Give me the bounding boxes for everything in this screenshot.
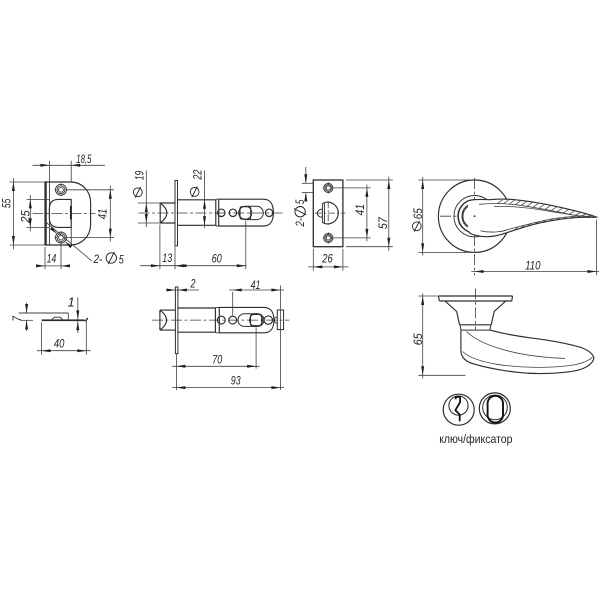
svg-text:22: 22 [190,169,204,180]
svg-text:2: 2 [190,277,196,291]
svg-text:5: 5 [293,199,307,204]
svg-text:41: 41 [95,209,109,220]
svg-text:1: 1 [68,294,75,309]
svg-text:41: 41 [251,278,261,292]
svg-text:110: 110 [525,259,541,273]
svg-text:19: 19 [133,170,147,180]
svg-text:25: 25 [18,210,32,224]
svg-text:2-: 2- [293,218,307,227]
svg-text:93: 93 [231,374,241,388]
svg-text:14: 14 [47,252,57,266]
svg-text:7: 7 [10,315,24,322]
svg-text:70: 70 [212,353,222,367]
svg-text:2-: 2- [93,252,102,266]
svg-text:18,5: 18,5 [76,152,91,166]
svg-text:ключ/фиксатор: ключ/фиксатор [439,432,512,446]
svg-text:65: 65 [411,208,425,219]
svg-text:26: 26 [322,251,334,265]
svg-text:5: 5 [119,252,124,266]
svg-text:41: 41 [353,204,367,216]
svg-text:40: 40 [54,336,65,350]
svg-text:57: 57 [376,216,390,229]
svg-text:55: 55 [0,198,14,208]
svg-text:13: 13 [162,251,172,265]
svg-text:60: 60 [212,252,222,266]
svg-text:65: 65 [411,333,425,345]
